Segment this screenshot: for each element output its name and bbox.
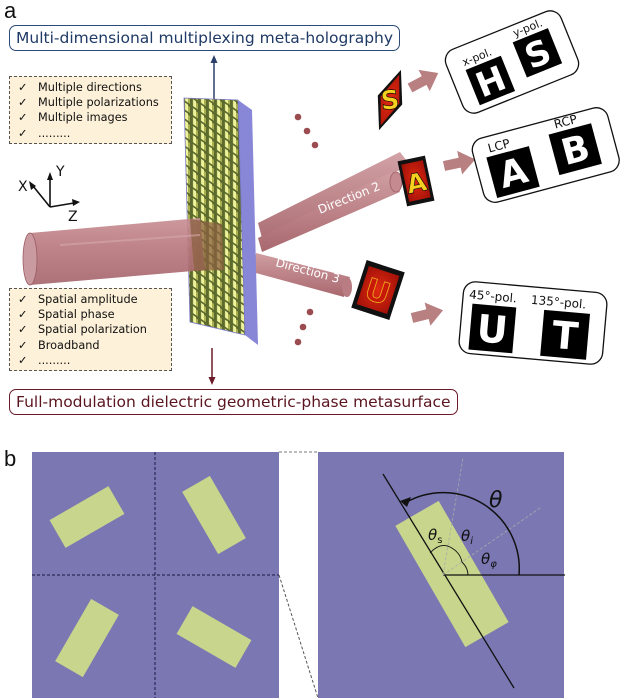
pol-label: 45°-pol. bbox=[469, 287, 518, 305]
feature-item: ✓Multiple directions bbox=[18, 81, 142, 94]
theta-arc bbox=[404, 491, 521, 576]
nanopillar-cell-3 bbox=[55, 598, 119, 678]
output-beam-2 bbox=[258, 171, 403, 252]
pol-label: 135°-pol. bbox=[530, 293, 586, 312]
checkmark-icon: ✓ bbox=[18, 96, 28, 110]
bottom-title-box: Full-modulation dielectric geometric-pha… bbox=[9, 389, 458, 415]
checkmark-icon: ✓ bbox=[18, 126, 28, 140]
hologram-image-a: A bbox=[397, 155, 435, 207]
top-feature-list: ✓Multiple directions ✓Multiple polarizat… bbox=[9, 76, 172, 144]
checkmark-icon: ✓ bbox=[18, 81, 28, 94]
output-beam-3 bbox=[252, 253, 352, 297]
theta-phi-arc bbox=[461, 561, 469, 576]
result-tile bbox=[486, 146, 540, 199]
theta-s-label: θs bbox=[428, 526, 442, 546]
checkmark-icon: ✓ bbox=[18, 353, 28, 367]
feature-item: ✓Broadband bbox=[18, 338, 100, 352]
block-arrow-1 bbox=[407, 69, 439, 93]
axis-x-label: X bbox=[18, 179, 28, 195]
coordinate-axes bbox=[29, 172, 80, 208]
checkmark-icon: ✓ bbox=[18, 293, 28, 306]
result-tile bbox=[548, 123, 602, 176]
output-beam-1 bbox=[258, 152, 410, 238]
checkmark-icon: ✓ bbox=[18, 338, 28, 352]
nanopillar-cell-4 bbox=[176, 606, 252, 668]
theta-arrowhead bbox=[400, 497, 411, 507]
feature-item: ✓Spatial polarization bbox=[18, 323, 147, 337]
axis-y-label: Y bbox=[55, 164, 65, 180]
result-tile bbox=[512, 28, 563, 78]
feature-item: ✓......... bbox=[18, 126, 71, 140]
block-arrow-3 bbox=[410, 302, 444, 326]
panel-b-illustration: θ θs θi θφ bbox=[32, 451, 565, 699]
hologram-image-s: S bbox=[377, 69, 403, 131]
result-card-xy-pol: H x-pol. S y-pol. bbox=[444, 10, 580, 114]
metasurface-substrate-edge bbox=[238, 100, 258, 345]
metasurface-pillar-array bbox=[184, 98, 245, 335]
theta-i-label: θi bbox=[461, 527, 473, 547]
ellipsis-dots-bottom bbox=[294, 308, 314, 346]
panel-a-illustration: X Y Z Direction 1 Direction 2 Direction … bbox=[18, 10, 620, 385]
feature-item: ✓Multiple images bbox=[18, 111, 128, 125]
checkmark-icon: ✓ bbox=[18, 323, 28, 337]
checkmark-icon: ✓ bbox=[18, 308, 28, 322]
bottom-feature-list: ✓Spatial amplitude ✓Spatial phase ✓Spati… bbox=[9, 288, 172, 372]
input-beam bbox=[22, 218, 224, 286]
nanopillar-cell-1 bbox=[49, 486, 125, 548]
feature-item: ✓Spatial amplitude bbox=[18, 293, 138, 306]
up-arrow-head bbox=[210, 55, 218, 63]
theta-phi-label: θφ bbox=[481, 550, 497, 570]
result-tile bbox=[540, 309, 591, 360]
feature-item: ✓......... bbox=[18, 353, 71, 367]
metasurface bbox=[183, 97, 258, 345]
top-title-box: Multi-dimensional multiplexing meta-holo… bbox=[9, 25, 401, 51]
feature-item: ✓Spatial phase bbox=[18, 308, 115, 322]
axis-z-label: Z bbox=[68, 209, 78, 225]
theta-i-arc bbox=[449, 546, 463, 563]
pol-label: LCP bbox=[486, 136, 511, 155]
result-tile bbox=[468, 303, 517, 354]
down-arrow-head bbox=[208, 377, 216, 385]
feature-item: ✓Multiple polarizations bbox=[18, 96, 159, 110]
hologram-image-u: U bbox=[351, 260, 405, 320]
theta-label: θ bbox=[489, 488, 503, 513]
ellipsis-dots-top bbox=[294, 113, 319, 149]
panel-b-label: b bbox=[4, 446, 17, 471]
pillar-long-axis bbox=[382, 473, 515, 689]
result-card-linear-pol: U 45°-pol. T 135°-pol. bbox=[458, 281, 608, 365]
nanopillar-cell-2 bbox=[182, 475, 246, 555]
svg-text:S: S bbox=[379, 85, 400, 117]
checkmark-icon: ✓ bbox=[18, 111, 28, 125]
pol-label: RCP bbox=[552, 112, 578, 132]
result-tile bbox=[465, 55, 516, 106]
zoomed-nanopillar bbox=[395, 500, 509, 648]
zoom-connector-bottom bbox=[278, 574, 319, 699]
result-letter: T bbox=[550, 313, 580, 359]
result-letter: U bbox=[475, 306, 510, 353]
result-card-circular-pol: A LCP B RCP bbox=[471, 107, 620, 203]
panel-a-label: a bbox=[4, 0, 17, 23]
theta-s-arc bbox=[429, 545, 451, 554]
block-arrow-2 bbox=[442, 150, 476, 175]
